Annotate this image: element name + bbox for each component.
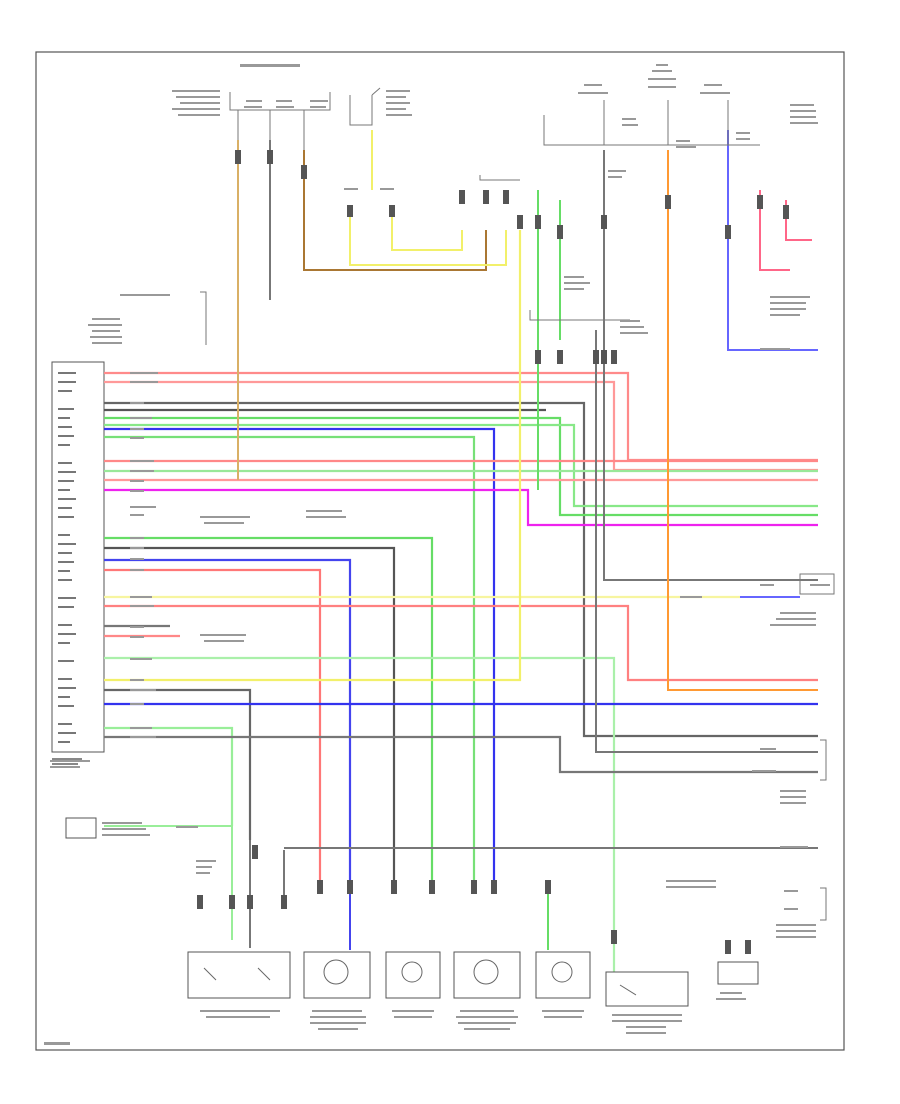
bottom-component-symbols [203,959,637,996]
left-module [51,361,105,765]
wire-red-6 [104,604,818,682]
wire-gray-5 [104,688,252,840]
right-terminals [799,573,835,921]
wire-green-1 [104,416,818,517]
wire-gray-top-3 [595,330,818,753]
diagram-frame [35,51,845,1051]
top-junction [200,87,760,345]
wire-yellow-2 [104,230,522,682]
wire-green-6 [104,656,616,980]
wire-gray-top-2 [603,150,818,581]
wire-pink-top-2 [785,200,812,241]
wire-blue-1 [104,427,496,880]
horizontal-wires [104,230,818,980]
connector-marks [197,150,789,954]
bottom-components [65,817,759,1007]
vertical-wires [104,130,818,950]
wire-red-1 [104,371,818,462]
wire-yellow-top-2 [391,205,463,251]
wire-pink-top [759,190,790,271]
wire-green-7 [104,726,234,826]
wire-gray-1 [104,401,818,738]
wire-orange [667,150,818,691]
wire-magenta-1 [104,488,818,527]
wire-green-2 [104,423,818,508]
wire-brown [303,150,487,271]
wire-gray-6 [104,735,818,774]
wire-red-5 [104,568,322,880]
wire-green-3 [104,435,476,880]
wire-yellow-top-1 [349,205,507,266]
label-marks [44,64,830,1045]
wire-gray-3 [104,546,396,880]
wire-green-5 [104,536,434,880]
wire-blue-2 [104,558,352,880]
